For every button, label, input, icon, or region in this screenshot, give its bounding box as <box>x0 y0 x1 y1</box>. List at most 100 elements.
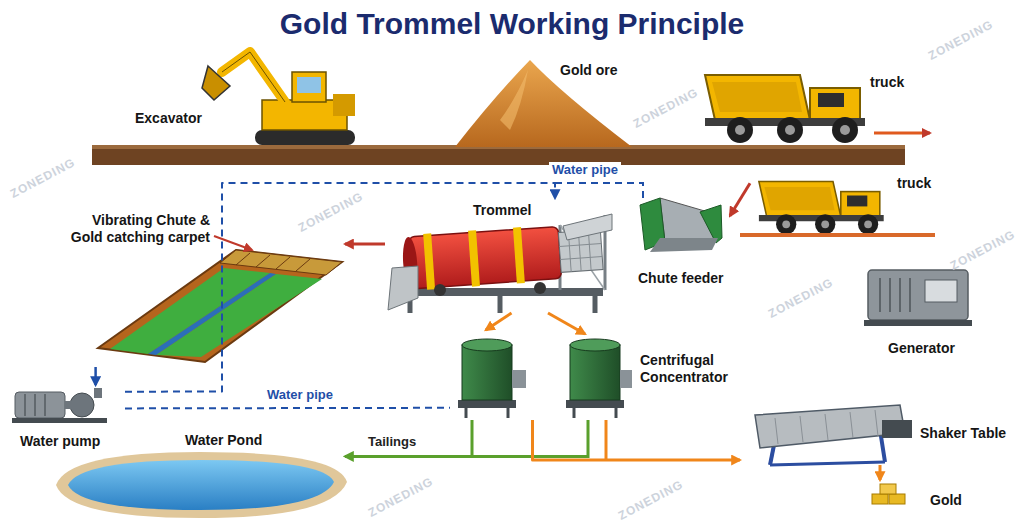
edge-label: Water pipe <box>549 162 621 178</box>
excavator-figure-part <box>202 66 230 100</box>
trommel-figure-part <box>434 284 446 296</box>
equipment-node: Chute feeder <box>630 212 730 289</box>
trommel-figure-part-part <box>588 230 591 270</box>
trommel-figure-part <box>498 296 503 313</box>
generator-figure-part <box>879 278 881 312</box>
node-label: truck <box>897 175 931 192</box>
haul-arrow <box>874 132 930 135</box>
shaker-table-figure-part <box>800 416 803 442</box>
generator-figure-part <box>909 278 911 312</box>
node-label: Water Pond <box>185 432 262 449</box>
equipment-node: truck <box>700 62 915 144</box>
flow-arrow <box>345 420 472 456</box>
watermark: ZONEDING <box>295 189 365 235</box>
shaker-table-figure-part <box>882 420 912 438</box>
equipment-node: Centrifugal Concentrator <box>450 330 745 420</box>
watermark: ZONEDING <box>765 275 835 321</box>
ground-band <box>92 145 905 165</box>
equipment-node: Generator <box>860 262 985 362</box>
node-label: Trommel <box>473 202 531 219</box>
centrifugal-concentrator-figure-part <box>462 345 512 400</box>
generator-figure-part <box>899 278 901 312</box>
trommel-figure-part <box>388 266 418 310</box>
centrifugal-concentrator-figure-part <box>465 408 468 418</box>
centrifugal-concentrator-figure-part <box>615 408 618 418</box>
node-label: Excavator <box>135 110 202 127</box>
watermark: ZONEDING <box>947 227 1017 273</box>
excavator-figure <box>202 52 355 145</box>
dump-truck <box>759 181 884 234</box>
trommel-figure-part <box>593 296 598 313</box>
watermark: ZONEDING <box>7 155 77 201</box>
water-pump-figure-part <box>65 401 73 409</box>
excavator-figure-part <box>222 52 285 102</box>
chute-feeder-figure-part <box>700 205 722 243</box>
node-label: Shaker Table <box>920 425 1006 442</box>
vibrating-chute-figure-part <box>236 253 250 265</box>
shaker-table-figure-part <box>775 418 778 444</box>
water-pipe <box>555 183 643 200</box>
water-pond-figure-part <box>68 460 334 510</box>
chute-feeder-figure <box>640 198 722 252</box>
water-pond-figure-part <box>56 452 347 518</box>
generator-figure <box>864 270 972 326</box>
gold-bars-figure-part <box>880 484 896 494</box>
equipment-node: Trommel <box>385 198 615 313</box>
vibrating-chute-figure-part <box>276 257 290 269</box>
trommel-figure <box>388 214 612 313</box>
excavator-figure-part <box>297 77 321 93</box>
watermark: ZONEDING <box>365 474 435 520</box>
water-pump-figure-part <box>70 393 94 417</box>
dump-truck <box>705 75 865 143</box>
trommel-figure-part-part <box>408 226 561 288</box>
vibrating-chute-figure-part <box>256 255 270 267</box>
material-node: Gold ore <box>450 58 630 148</box>
vibrating-chute-figure-part <box>98 250 342 362</box>
flow-arrow <box>94 367 97 385</box>
node-label: Vibrating Chute & Gold catching carpet <box>60 212 210 246</box>
edge-label: Water pipe <box>264 387 336 403</box>
flow-arrow <box>533 420 741 460</box>
watermark: ZONEDING <box>615 477 685 523</box>
tailings-line <box>472 420 588 456</box>
gold-bars-figure-part <box>889 494 905 504</box>
flow-arrow <box>548 313 585 334</box>
ore-pile-part <box>455 60 632 147</box>
product-node: Gold <box>868 480 978 520</box>
centrifugal-concentrator-figure-part <box>507 408 510 418</box>
ore-pile-part <box>500 70 528 130</box>
diagram-title: Gold Trommel Working Principle <box>0 5 1024 43</box>
generator-figure-part <box>868 270 968 320</box>
trommel-figure-part-part <box>468 230 480 286</box>
excavator-figure-part <box>222 52 285 102</box>
excavator-figure-part <box>292 72 326 102</box>
water-pump-figure-part <box>34 394 36 416</box>
vibrating-chute-figure-part <box>214 236 252 250</box>
node-label: Gold <box>930 492 962 509</box>
ore-pile <box>455 60 632 147</box>
water-pump-figure-part <box>44 394 46 416</box>
excavator-figure-part <box>333 94 355 116</box>
watermark: ZONEDING <box>925 17 995 63</box>
pond-node: Water Pond <box>55 430 345 518</box>
node-label: Water pump <box>20 433 100 450</box>
generator-figure-part <box>925 280 957 302</box>
generator-figure-part <box>864 320 972 326</box>
water-pump-figure <box>12 388 107 423</box>
vibrating-chute-figure-part <box>296 259 310 271</box>
flow-arrow <box>879 465 882 480</box>
water-pump-figure-part <box>24 394 26 416</box>
centrifugal-concentrator-figure-part <box>462 339 512 351</box>
vibrating-chute-figure-part <box>156 274 322 357</box>
edge-label: Tailings <box>365 434 419 450</box>
centrifugal-concentrator-figure-part <box>566 400 624 408</box>
node-label: truck <box>870 74 904 91</box>
centrifugal-concentrator-figure <box>458 339 632 418</box>
equipment-node: Shaker Table <box>740 395 1020 465</box>
node-label: Generator <box>888 340 955 357</box>
gold-bars-figure-part <box>872 494 888 504</box>
gold-bars-figure <box>872 484 905 504</box>
generator-figure-part <box>889 278 891 312</box>
shaker-table-figure-part <box>825 414 828 440</box>
